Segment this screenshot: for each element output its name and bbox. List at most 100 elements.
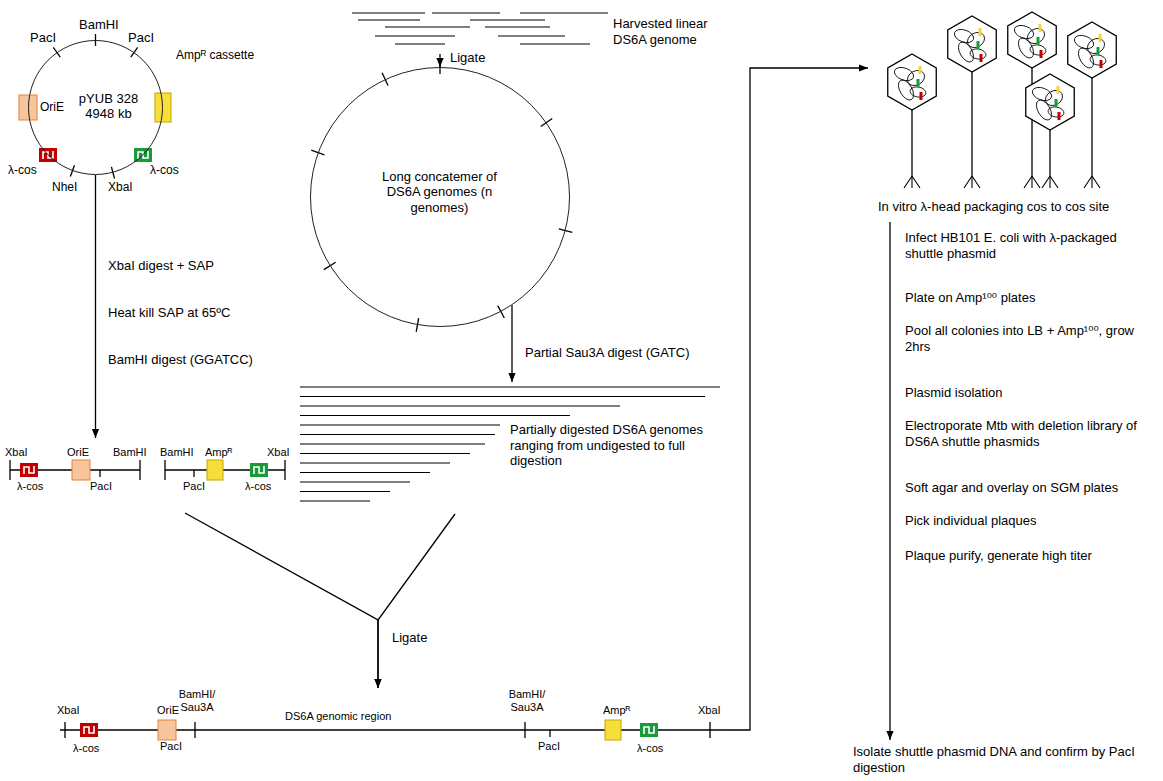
stroke [1099, 34, 1102, 42]
node-text: XbaI [698, 704, 721, 717]
node-text: DS6A genomic region [285, 710, 391, 723]
stroke [300, 405, 620, 406]
site-label: XbaI [108, 180, 133, 195]
ori-box [158, 720, 176, 740]
shuttle-phasmid-construct: XbaIOriEBamHI/ Sau3ADS6A genomic regionB… [55, 688, 730, 768]
step-label: Soft agar and overlay on SGM plates [905, 480, 1155, 496]
phage-dna [1029, 44, 1046, 57]
vector-arms: XbaIOriEBamHIλ-cosPacIBamHIAmpᴿXbaIPacIλ… [5, 438, 295, 513]
stroke [498, 306, 505, 318]
site-label: PacI [128, 30, 154, 46]
node-text: Ampᴿ [603, 704, 631, 717]
node-text: In vitro λ-head packaging cos to cos sit… [878, 199, 1150, 215]
flow-arrow [511, 305, 512, 382]
stroke [904, 176, 912, 188]
phage-head [1008, 12, 1056, 68]
stroke [1050, 176, 1058, 188]
node-text: BamHI/ Sau3A [505, 688, 549, 714]
stroke [1057, 86, 1060, 94]
partial-digest: Partially digested DS6A genomes ranging … [295, 382, 725, 514]
stroke [300, 500, 370, 501]
stroke [1091, 78, 1092, 176]
stroke [324, 262, 336, 269]
concatemer-circle: Long concatemer of DS6A genomes (n genom… [310, 67, 570, 327]
step-label: Infect HB101 E. coli with λ-packaged shu… [905, 230, 1155, 263]
stroke [920, 92, 923, 100]
linear-genome-lines [352, 13, 608, 44]
stroke [912, 176, 920, 188]
node-text: BamHI/ Sau3A [175, 688, 219, 714]
phage-head [948, 16, 996, 72]
stroke [1042, 176, 1050, 188]
step-label: Ligate [450, 50, 485, 66]
stroke [559, 229, 573, 233]
amp-box [155, 93, 171, 122]
node-text: Long concatemer of DS6A genomes (n genom… [370, 169, 510, 216]
flow-arrow [378, 514, 455, 688]
phage-dna [1015, 35, 1036, 60]
phage-dna [1043, 87, 1066, 108]
step-label: Heat kill SAP at 65ºC [108, 305, 230, 321]
linear-genome: Harvested linear DS6A genome [345, 8, 715, 54]
step-label: Ligate [392, 630, 427, 646]
step-label: BamHI digest (GGATCC) [108, 352, 253, 368]
stroke [1031, 176, 1032, 188]
stroke [300, 472, 430, 473]
stroke [311, 150, 324, 155]
node-text: OriE [157, 704, 179, 717]
stroke [53, 47, 60, 57]
node-text: XbaI [267, 446, 290, 459]
stroke [300, 481, 410, 482]
cos-site [134, 148, 152, 162]
node-text: PacI [538, 740, 560, 753]
stroke [300, 443, 485, 444]
cos-site [39, 148, 57, 162]
stroke [416, 318, 418, 332]
site-label: NheI [52, 180, 77, 195]
cos-site [80, 723, 98, 737]
site-label: PacI [30, 30, 56, 46]
node-text: λ-cos [73, 742, 99, 755]
stroke [977, 41, 980, 49]
phage-dna [1033, 97, 1054, 122]
phage-head [888, 54, 936, 110]
step-label: Partial Sau3A digest (GATC) [525, 345, 690, 361]
amp-box [605, 720, 621, 740]
node-text: PacI [183, 480, 205, 493]
phage-dna [969, 48, 986, 61]
node-text: pYUB 328 4948 kb [78, 91, 140, 122]
phage-dna [909, 86, 926, 99]
phage-dna [1089, 54, 1106, 67]
stroke [382, 73, 388, 86]
phage-head [1068, 22, 1116, 78]
stroke [70, 165, 74, 176]
flow-arrow [95, 175, 96, 438]
vector-arm-features [20, 460, 268, 480]
stroke [971, 72, 972, 176]
phage-dna [955, 39, 976, 64]
stroke [1040, 50, 1043, 58]
node-text: λ-cos [17, 480, 43, 493]
site-label: λ-cos [8, 163, 37, 178]
stroke [917, 79, 920, 87]
node-text: OriE [67, 446, 89, 459]
stroke [971, 176, 972, 188]
stroke [1084, 176, 1092, 188]
cos-site [20, 463, 38, 477]
stroke [300, 462, 450, 463]
stroke [1049, 176, 1050, 188]
stroke [919, 66, 922, 74]
stroke [111, 167, 114, 179]
phage-dna [965, 29, 988, 50]
step-label: Plaque purify, generate high titer [905, 548, 1155, 564]
stroke [1097, 47, 1100, 55]
stroke [1024, 176, 1032, 188]
node-text: Ampᴿ [205, 446, 233, 459]
stroke [972, 176, 980, 188]
node-text: XbaI [57, 704, 80, 717]
node-text: Partially digested DS6A genomes ranging … [510, 422, 715, 469]
stroke [1058, 112, 1061, 120]
stroke [1091, 176, 1092, 188]
amp-box [207, 460, 223, 480]
stroke [911, 110, 912, 176]
